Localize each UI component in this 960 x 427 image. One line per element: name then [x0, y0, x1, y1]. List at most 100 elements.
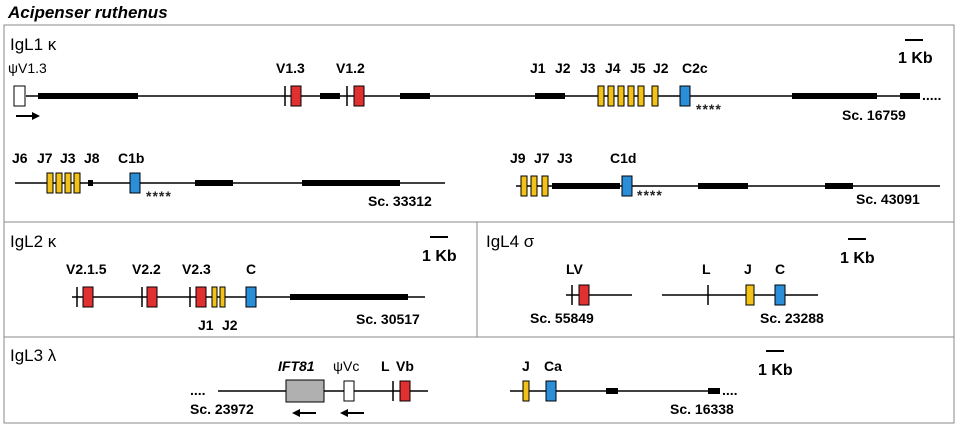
- ift81-arrow-head: [292, 409, 300, 417]
- igl2-j-segment-2: [219, 286, 226, 308]
- igl1-row1-j1-label: J1: [530, 60, 546, 76]
- sc-23288-label: Sc. 23288: [760, 310, 824, 326]
- igl1-row2a-j3-label: J3: [60, 150, 76, 166]
- igl3-j-segment: [522, 380, 530, 402]
- igl1-row1-thick-3: [400, 93, 430, 99]
- igl2-thick-1: [290, 294, 408, 300]
- igl4-label: IgL4 σ: [486, 232, 535, 251]
- c1d-stars: ****: [637, 187, 663, 203]
- igl3b-dots: ....: [722, 382, 738, 398]
- c1b-stars: ****: [146, 188, 172, 204]
- figure-title: Acipenser ruthenus: [7, 3, 168, 22]
- igl1-row2b-j-segment-2: [530, 175, 538, 197]
- sc-16338-label: Sc. 16338: [670, 401, 734, 417]
- igl1-row1-j-segment-3: [617, 85, 625, 107]
- sc-43091-label: Sc. 43091: [856, 191, 920, 207]
- igl1-row1-j-segment-5: [637, 85, 645, 107]
- igl1-row2b-thick-3: [825, 183, 853, 189]
- igl1-row2b-j-segment-3: [541, 175, 549, 197]
- igl4-c-label: C: [775, 261, 785, 277]
- sc-30517-label: Sc. 30517: [356, 311, 420, 327]
- v22-label: V2.2: [132, 261, 161, 277]
- psi-vc-box: [343, 380, 355, 402]
- c1d-label: C1d: [610, 150, 636, 166]
- igl1-row1-j3-label: J3: [580, 60, 596, 76]
- psi-v13-label: ψV1.3: [8, 60, 47, 76]
- igl2-c-segment: [245, 286, 257, 308]
- igl1-row1-thick-6: [900, 93, 920, 99]
- c2c-segment: [679, 85, 691, 107]
- v215-label: V2.1.5: [66, 261, 107, 277]
- sc-23972-label: Sc. 23972: [190, 401, 254, 417]
- igl4-l-label: L: [702, 261, 711, 277]
- igl3a-dots: ....: [190, 382, 206, 398]
- igl1-row2a-j-segment-2: [55, 172, 63, 194]
- psi-v13-arrow-head: [32, 112, 40, 120]
- igl1-row2b-j-segment-1: [520, 175, 528, 197]
- igl2-label: IgL2 κ: [10, 232, 57, 251]
- igl1-row1-j4-label: J4: [605, 60, 621, 76]
- c1b-label: C1b: [118, 150, 144, 166]
- igl2-scale-label: 1 Kb: [422, 248, 457, 265]
- igl4-c-segment: [774, 284, 786, 306]
- igl3-ca-label: Ca: [544, 358, 562, 374]
- igl2-j1-label: J1: [198, 317, 214, 333]
- v23-label: V2.3: [182, 261, 211, 277]
- igl1-row1-j-segment-1: [597, 85, 605, 107]
- igl3-label: IgL3 λ: [10, 346, 57, 365]
- igl4-lv-segment: [578, 284, 590, 306]
- igl1-label: IgL1 κ: [10, 35, 57, 54]
- igl1-row2a-thick-3: [302, 180, 400, 186]
- c2c-label: C2c: [682, 60, 708, 76]
- psi-vc-arrow-head: [340, 409, 348, 417]
- sc-16759-label: Sc. 16759: [842, 107, 906, 123]
- igl1-row1-j-segment-4: [627, 85, 635, 107]
- igl1-row1-j2-label: J2: [555, 60, 571, 76]
- igl1-row1-thick-5: [792, 93, 877, 99]
- igl3-vb-label: Vb: [396, 358, 414, 374]
- igl2-j2-label: J2: [222, 317, 238, 333]
- v13-label: V1.3: [276, 60, 305, 76]
- v22-segment: [146, 286, 158, 308]
- igl1-row1-dots: .....: [922, 87, 941, 103]
- igl4-lv-label: LV: [566, 261, 584, 277]
- c2c-stars: ****: [696, 101, 722, 117]
- igl1-row2a-j6-label: J6: [12, 150, 28, 166]
- ift81-gene-box: [285, 379, 325, 403]
- igl3b-thick-2: [708, 388, 720, 394]
- igl1-row2a-thick-2: [195, 180, 233, 186]
- igl1-row2a-j-segment-3: [64, 172, 72, 194]
- c1d-segment: [621, 175, 633, 197]
- v13-segment: [290, 85, 302, 107]
- v215-segment: [82, 286, 94, 308]
- igl3-ca-segment: [545, 380, 557, 402]
- igl3-vb-segment: [399, 380, 411, 402]
- igl1-row2a-j8-label: J8: [84, 150, 100, 166]
- igl3-scale-label: 1 Kb: [758, 362, 793, 379]
- igl1-row1-thick-4: [535, 93, 565, 99]
- igl1-row1-thick-1: [38, 93, 138, 99]
- igl1-row2a-thick-1: [88, 180, 93, 186]
- igl1-row2a-j-segment-4: [73, 172, 81, 194]
- psi-vc-label: ψVc: [333, 358, 359, 374]
- igl3-j-label: J: [522, 358, 530, 374]
- igl4-scale-label: 1 Kb: [840, 250, 875, 267]
- figure-border: [3, 24, 955, 424]
- igl1-row2b-j7-label: J7: [534, 150, 550, 166]
- c1b-segment: [129, 172, 141, 194]
- v12-segment: [353, 85, 365, 107]
- psi-v13-box: [13, 85, 26, 107]
- igl1-row2a-j-segment-1: [46, 172, 54, 194]
- igl1-row1-thick-2: [320, 93, 340, 99]
- igl1-row2b-thick-2: [698, 183, 748, 189]
- v12-label: V1.2: [336, 60, 365, 76]
- igl4-j-label: J: [744, 261, 752, 277]
- igl3b-thick-1: [606, 388, 618, 394]
- igl1-row2b-thick-1: [552, 183, 620, 189]
- v23-segment: [195, 286, 207, 308]
- ift81-label: IFT81: [278, 358, 315, 374]
- igl1-row1-j5-label: J5: [630, 60, 646, 76]
- sc-55849-label: Sc. 55849: [530, 310, 594, 326]
- igl1-row2a-j7-label: J7: [37, 150, 53, 166]
